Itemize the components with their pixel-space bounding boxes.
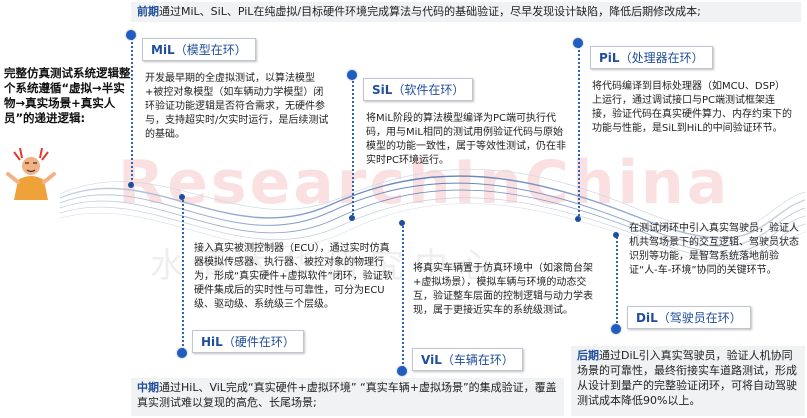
hil-stage-tag: HiL（硬件在环） bbox=[192, 330, 304, 353]
hil-pin-icon bbox=[177, 348, 187, 358]
sil-marker-line bbox=[352, 74, 354, 219]
pil-stage-tag: PiL（处理器在环） bbox=[590, 46, 713, 69]
mil-pin-icon bbox=[126, 30, 136, 40]
sil-marker-dot bbox=[349, 215, 355, 221]
early-phase-key: 前期 bbox=[137, 5, 159, 18]
dil-name: （驾驶员在环） bbox=[657, 311, 742, 325]
intro-text: 完整仿真测试系统逻辑整个系统遵循“虚拟→半实物→真实场景+真实人员”的递进逻辑: bbox=[4, 66, 131, 125]
person-icon bbox=[6, 147, 56, 200]
sil-description: 将MiL阶段的算法模型编译为PC端可执行代码，用与MiL相同的测试用例验证代码与… bbox=[366, 113, 566, 166]
middle-phase-box: 中期通过HiL、ViL完成“真实硬件+虚拟环境” “真实车辆+虚拟场景”的集成验… bbox=[131, 378, 564, 416]
vil-marker-line bbox=[402, 222, 404, 372]
dil-marker-line bbox=[616, 234, 618, 330]
pil-marker-dot bbox=[575, 216, 581, 222]
vil-abbr: ViL bbox=[421, 353, 442, 367]
sil-name: （软件在环） bbox=[392, 83, 465, 97]
mil-description: 开发最早期的全虚拟测试，以算法模型+被控对象模型（如车辆动力学模型）闭环验证功能… bbox=[145, 73, 329, 140]
mil-abbr: MiL bbox=[151, 43, 175, 57]
mil-stage-tag: MiL（模型在环） bbox=[142, 38, 256, 61]
mil-marker-dot bbox=[128, 182, 134, 188]
vil-pin-icon bbox=[397, 366, 407, 376]
hil-marker-line bbox=[182, 196, 184, 354]
middle-phase-key: 中期 bbox=[137, 381, 159, 394]
watermark-subtext: 水清木华研究中心 bbox=[150, 246, 502, 286]
dil-pin-icon bbox=[611, 324, 621, 334]
sil-stage-tag: SiL（软件在环） bbox=[363, 78, 474, 101]
vil-marker-dot bbox=[399, 220, 405, 226]
mil-marker-line bbox=[131, 34, 133, 184]
sil-pin-icon bbox=[347, 70, 357, 80]
hil-abbr: HiL bbox=[201, 335, 223, 349]
dil-stage-tag: DiL（驾驶员在环） bbox=[627, 306, 751, 329]
vil-description: 将真实车辆置于仿真环境中（如滚筒台架+虚拟场景），模拟车辆与环境的动态交互，验证… bbox=[413, 263, 593, 316]
hil-description: 接入真实被测控制器（ECU），通过实时仿真器模拟传感器、执行器、被控对象的物理行… bbox=[194, 243, 393, 310]
middle-phase-text: 通过HiL、ViL完成“真实硬件+虚拟环境” “真实车辆+虚拟场景”的集成验证，… bbox=[137, 381, 557, 409]
dil-abbr: DiL bbox=[636, 311, 658, 325]
watermark-text: ResearchInChina bbox=[118, 148, 731, 218]
hil-name: （硬件在环） bbox=[222, 335, 295, 349]
sil-abbr: SiL bbox=[372, 83, 393, 97]
early-phase-text: 通过MiL、SiL、PiL在纯虚拟/目标硬件环境完成算法与代码的基础验证，尽早发… bbox=[159, 5, 701, 18]
vil-stage-tag: ViL（车辆在环） bbox=[412, 348, 523, 371]
pil-abbr: PiL bbox=[599, 51, 620, 65]
pil-pin-icon bbox=[573, 38, 583, 48]
vil-name: （车辆在环） bbox=[441, 353, 514, 367]
hil-marker-dot bbox=[179, 194, 185, 200]
pil-marker-line bbox=[578, 42, 580, 220]
early-phase-box: 前期通过MiL、SiL、PiL在纯虚拟/目标硬件环境完成算法与代码的基础验证，尽… bbox=[131, 2, 801, 22]
late-phase-key: 后期 bbox=[577, 349, 599, 362]
pil-description: 将代码编译到目标处理器（如MCU、DSP）上运行，通过调试接口与PC端测试框架连… bbox=[592, 81, 792, 134]
dil-description: 在测试闭环中引入真实驾驶员，验证人机共驾场景下的交互逻辑、驾驶员状态识别等功能，… bbox=[629, 223, 799, 276]
dil-marker-dot bbox=[613, 232, 619, 238]
late-phase-box: 后期通过DiL引入真实驾驶员，验证人机协同场景的可靠性，最终衔接实车道路测试，形… bbox=[571, 346, 805, 416]
late-phase-text: 通过DiL引入真实驾驶员，验证人机协同场景的可靠性，最终衔接实车道路测试，形成从… bbox=[577, 349, 797, 407]
pil-name: （处理器在环） bbox=[619, 51, 704, 65]
mil-name: （模型在环） bbox=[174, 43, 247, 57]
